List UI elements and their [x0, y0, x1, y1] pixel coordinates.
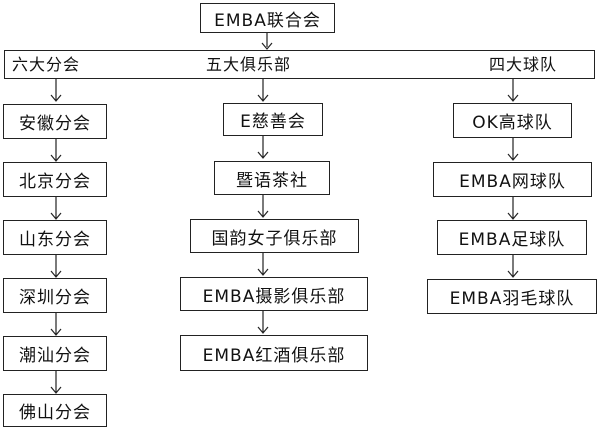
- branch-node: 佛山分会: [3, 394, 107, 427]
- branch-label: 北京分会: [19, 172, 91, 192]
- team-label: OK高球队: [472, 113, 553, 133]
- arrow-left-5: [50, 313, 62, 336]
- root-node: EMBA联合会: [200, 3, 335, 33]
- club-node: EMBA摄影俱乐部: [180, 277, 368, 311]
- branch-label: 佛山分会: [19, 403, 91, 423]
- arrow-left-4: [50, 255, 62, 278]
- club-label: EMBA摄影俱乐部: [202, 286, 346, 307]
- club-label: EMBA红酒俱乐部: [202, 345, 346, 366]
- branch-node: 安徽分会: [3, 104, 107, 139]
- category-middle: 五大俱乐部: [206, 55, 292, 74]
- team-node: OK高球队: [453, 103, 572, 138]
- branch-label: 深圳分会: [19, 288, 91, 308]
- team-label: EMBA羽毛球队: [449, 289, 575, 309]
- team-label: EMBA网球队: [459, 172, 566, 192]
- arrow-middle-1: [257, 79, 269, 102]
- team-node: EMBA羽毛球队: [427, 279, 597, 314]
- arrow-middle-5: [257, 311, 269, 334]
- branch-label: 安徽分会: [19, 114, 91, 134]
- arrow-middle-4: [257, 253, 269, 276]
- branch-label: 潮汕分会: [19, 346, 91, 366]
- club-node: 国韵女子俱乐部: [190, 219, 359, 253]
- category-left: 六大分会: [12, 55, 81, 74]
- arrow-right-4: [507, 255, 519, 278]
- root-node-label: EMBA联合会: [214, 10, 321, 31]
- arrow-left-6: [50, 371, 62, 394]
- team-node: EMBA网球队: [433, 162, 592, 197]
- branch-node: 深圳分会: [3, 278, 107, 313]
- branch-label: 山东分会: [19, 230, 91, 250]
- arrow-right-2: [507, 138, 519, 161]
- arrow-left-3: [50, 197, 62, 220]
- club-node: 暨语茶社: [214, 161, 330, 195]
- category-bar: [4, 50, 595, 79]
- team-node: EMBA足球队: [437, 220, 587, 255]
- arrow-root-to-categories: [261, 33, 273, 50]
- club-label: E慈善会: [240, 112, 306, 132]
- club-node: E慈善会: [223, 103, 323, 136]
- branch-node: 山东分会: [3, 220, 107, 255]
- arrow-left-1: [50, 79, 62, 102]
- club-label: 暨语茶社: [236, 170, 308, 191]
- arrow-right-3: [507, 197, 519, 220]
- arrow-right-1: [507, 79, 519, 102]
- club-node: EMBA红酒俱乐部: [180, 335, 368, 371]
- branch-node: 潮汕分会: [3, 336, 107, 371]
- branch-node: 北京分会: [3, 162, 107, 197]
- category-right: 四大球队: [489, 55, 558, 74]
- club-label: 国韵女子俱乐部: [211, 228, 338, 249]
- arrow-middle-3: [257, 195, 269, 218]
- arrow-middle-2: [257, 136, 269, 159]
- team-label: EMBA足球队: [458, 230, 566, 250]
- arrow-left-2: [50, 139, 62, 162]
